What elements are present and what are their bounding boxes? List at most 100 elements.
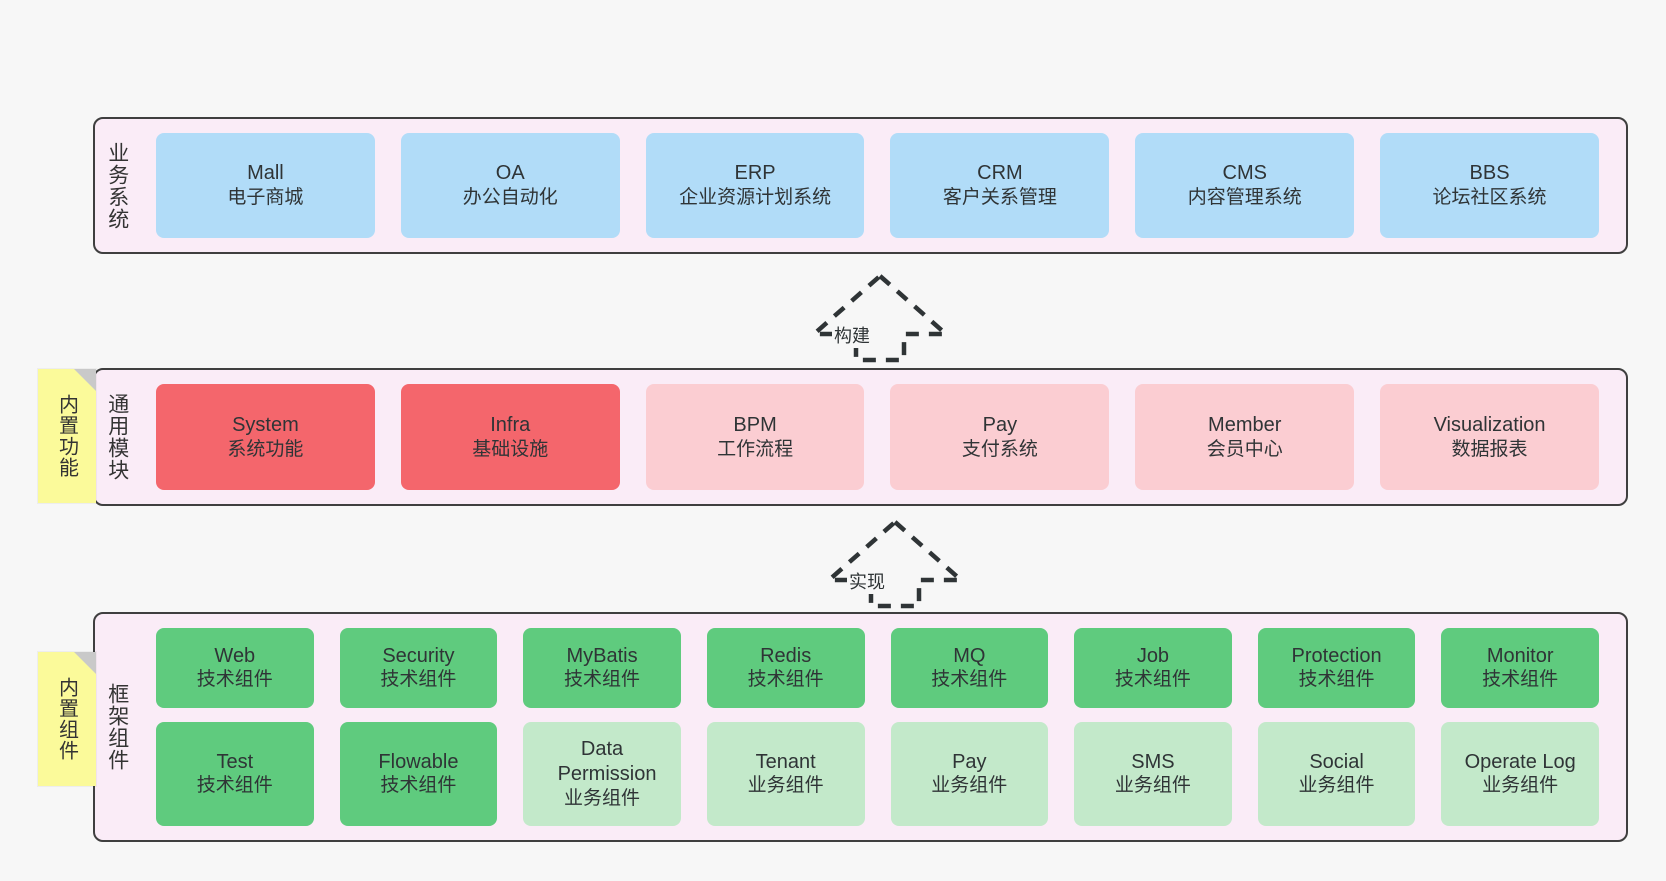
note-fold-corner-icon [74,652,96,674]
node-title: Pay [952,750,987,773]
node-subtitle: 技术组件 [380,669,457,691]
node-pay-module[interactable]: Pay 支付系统 [890,384,1110,490]
node-subtitle: 业务组件 [1114,775,1191,797]
node-crm[interactable]: CRM 客户关系管理 [890,133,1110,238]
builtin-function-note: 内置功能 [38,369,96,503]
node-title: Job [1136,644,1170,667]
node-subtitle: 办公自动化 [462,187,558,209]
node-social[interactable]: Social 业务组件 [1257,721,1416,827]
node-subtitle: 业务组件 [1482,775,1559,797]
node-title: Infra [490,413,531,436]
band-title-common-modules: 通用模块 [105,393,129,481]
node-web[interactable]: Web 技术组件 [156,628,314,708]
node-subtitle: 业务组件 [747,775,824,797]
node-member[interactable]: Member 会员中心 [1135,384,1355,490]
node-sms[interactable]: SMS 业务组件 [1074,721,1232,827]
node-redis[interactable]: Redis 技术组件 [706,628,865,708]
node-system[interactable]: System 系统功能 [156,384,375,490]
implement-arrow-shape [823,519,967,609]
node-title: Data Permission [557,738,657,786]
node-cms[interactable]: CMS 内容管理系统 [1135,133,1355,238]
band-title-business-systems: 业务系统 [105,141,129,230]
node-mq[interactable]: MQ 技术组件 [890,628,1049,708]
node-subtitle: 会员中心 [1206,438,1283,460]
node-title: MyBatis [566,644,638,667]
node-title: Tenant [755,750,816,773]
band-title-framework-components: 框架组件 [105,683,129,771]
node-subtitle: 技术组件 [1482,669,1559,691]
node-title: Protection [1291,644,1382,667]
node-title: Operate Log [1464,750,1576,773]
note-label: 内置功能 [55,394,78,478]
node-test[interactable]: Test 技术组件 [156,721,314,827]
build-arrow-label: 构建 [832,322,872,348]
note-label: 内置组件 [55,677,78,761]
implement-arrow: 实现 [815,518,975,609]
node-subtitle: 客户关系管理 [942,187,1057,209]
node-title: Pay [982,413,1018,436]
node-subtitle: 技术组件 [931,669,1008,691]
node-subtitle: 技术组件 [196,669,273,691]
node-visualization[interactable]: Visualization 数据报表 [1380,384,1599,490]
node-pay-component[interactable]: Pay 业务组件 [890,721,1049,827]
node-subtitle: 业务组件 [931,775,1008,797]
node-mybatis[interactable]: MyBatis 技术组件 [523,628,681,708]
build-arrow: 构建 [800,272,960,363]
node-title: Web [214,644,256,667]
node-job[interactable]: Job 技术组件 [1074,628,1232,708]
node-security[interactable]: Security 技术组件 [339,628,498,708]
builtin-component-note: 内置组件 [38,652,96,786]
node-subtitle: 技术组件 [1298,669,1375,691]
node-subtitle: 支付系统 [961,438,1038,460]
node-title: OA [495,162,525,185]
node-bpm[interactable]: BPM 工作流程 [645,384,865,490]
node-flowable[interactable]: Flowable 技术组件 [339,721,498,827]
node-data-permission[interactable]: Data Permission 业务组件 [523,721,681,827]
node-title: CMS [1222,162,1267,185]
build-arrow-shape [808,273,952,363]
node-title: Member [1208,413,1282,436]
node-title: Redis [760,644,812,667]
node-title: Flowable [378,750,459,773]
node-bbs[interactable]: BBS 论坛社区系统 [1380,133,1599,238]
framework-row-business: Test 技术组件 Flowable 技术组件 Data Permission … [143,721,1612,827]
node-title: MQ [953,644,986,667]
node-erp[interactable]: ERP 企业资源计划系统 [645,133,865,238]
node-title: Monitor [1486,644,1554,667]
node-subtitle: 电子商城 [227,187,304,209]
node-monitor[interactable]: Monitor 技术组件 [1441,628,1599,708]
node-subtitle: 技术组件 [196,775,273,797]
node-subtitle: 技术组件 [1114,669,1191,691]
node-title: Security [382,644,455,667]
node-subtitle: 技术组件 [747,669,824,691]
node-subtitle: 技术组件 [380,775,457,797]
node-title: CRM [977,162,1023,185]
node-title: BBS [1469,162,1510,185]
node-tenant[interactable]: Tenant 业务组件 [706,721,865,827]
node-infra[interactable]: Infra 基础设施 [400,384,620,490]
node-title: Social [1309,750,1364,773]
band-cells-common-modules: System 系统功能 Infra 基础设施 BPM 工作流程 Pay 支付系统… [139,370,1626,504]
node-subtitle: 系统功能 [227,438,304,460]
node-title: Visualization [1433,413,1546,436]
implement-arrow-label: 实现 [847,568,887,594]
node-subtitle: 论坛社区系统 [1432,187,1547,209]
band-cells-framework-components: Web 技术组件 Security 技术组件 MyBatis 技术组件 Redi… [139,614,1626,840]
band-common-modules: 通用模块 System 系统功能 Infra 基础设施 BPM 工作流程 Pay… [93,368,1628,506]
node-title: System [232,413,299,436]
note-fold-corner-icon [74,369,96,391]
node-title: BPM [733,413,777,436]
band-framework-components: 框架组件 Web 技术组件 Security 技术组件 MyBatis 技术组件… [93,612,1628,842]
node-oa[interactable]: OA 办公自动化 [400,133,620,238]
node-operate-log[interactable]: Operate Log 业务组件 [1441,721,1599,827]
node-title: Mall [247,162,284,185]
node-subtitle: 工作流程 [717,438,794,460]
node-subtitle: 业务组件 [564,787,641,809]
node-mall[interactable]: Mall 电子商城 [156,133,375,238]
node-subtitle: 技术组件 [564,669,641,691]
band-cells-business-systems: Mall 电子商城 OA 办公自动化 ERP 企业资源计划系统 CRM 客户关系… [139,119,1626,252]
node-subtitle: 内容管理系统 [1187,187,1302,209]
framework-row-tech: Web 技术组件 Security 技术组件 MyBatis 技术组件 Redi… [143,628,1612,708]
node-protection[interactable]: Protection 技术组件 [1257,628,1416,708]
